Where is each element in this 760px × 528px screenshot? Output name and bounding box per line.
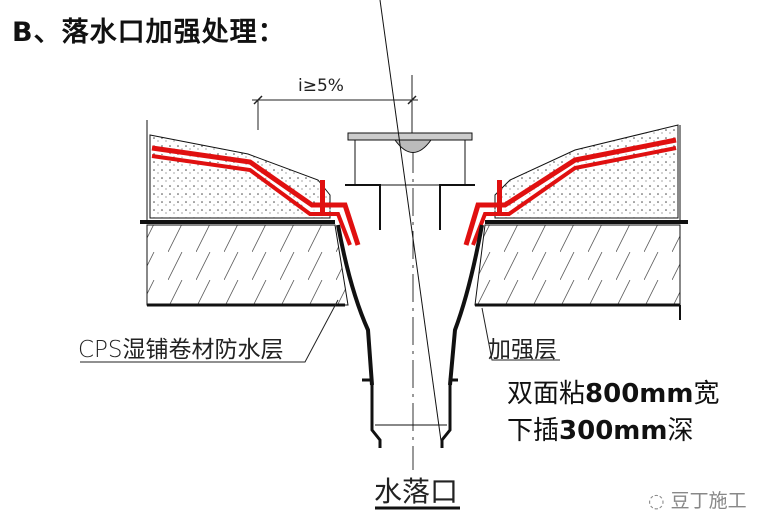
note-text: 宽 bbox=[693, 379, 720, 409]
reinforcement-leader bbox=[481, 307, 560, 361]
slope-dimension bbox=[252, 75, 418, 140]
note-line-2: 下插300mm深 bbox=[507, 410, 694, 447]
concrete-slab bbox=[140, 220, 688, 320]
drain-body bbox=[336, 0, 484, 449]
note-text: 深 bbox=[667, 416, 694, 446]
watermark-text: 豆丁施工 bbox=[670, 490, 747, 512]
watermark: ◌ 豆丁施工 bbox=[648, 486, 747, 513]
slope-label: i≥5% bbox=[298, 76, 344, 96]
note-text: 双面粘 bbox=[507, 379, 586, 409]
membrane-label: CPS湿铺卷材防水层 bbox=[78, 337, 284, 363]
page-title: B、落水口加强处理： bbox=[12, 17, 286, 48]
note-value: 800mm bbox=[585, 379, 694, 409]
note-text: 下插 bbox=[507, 416, 560, 446]
reinforcement-label: 加强层 bbox=[488, 337, 557, 363]
membrane-leader bbox=[80, 299, 339, 363]
right-screed bbox=[463, 124, 681, 246]
left-screed bbox=[146, 120, 361, 246]
note-value: 300mm bbox=[559, 416, 668, 446]
wechat-icon: ◌ bbox=[648, 490, 671, 512]
note-line-1: 双面粘800mm宽 bbox=[507, 373, 720, 410]
outlet-label: 水落口 bbox=[374, 475, 459, 508]
